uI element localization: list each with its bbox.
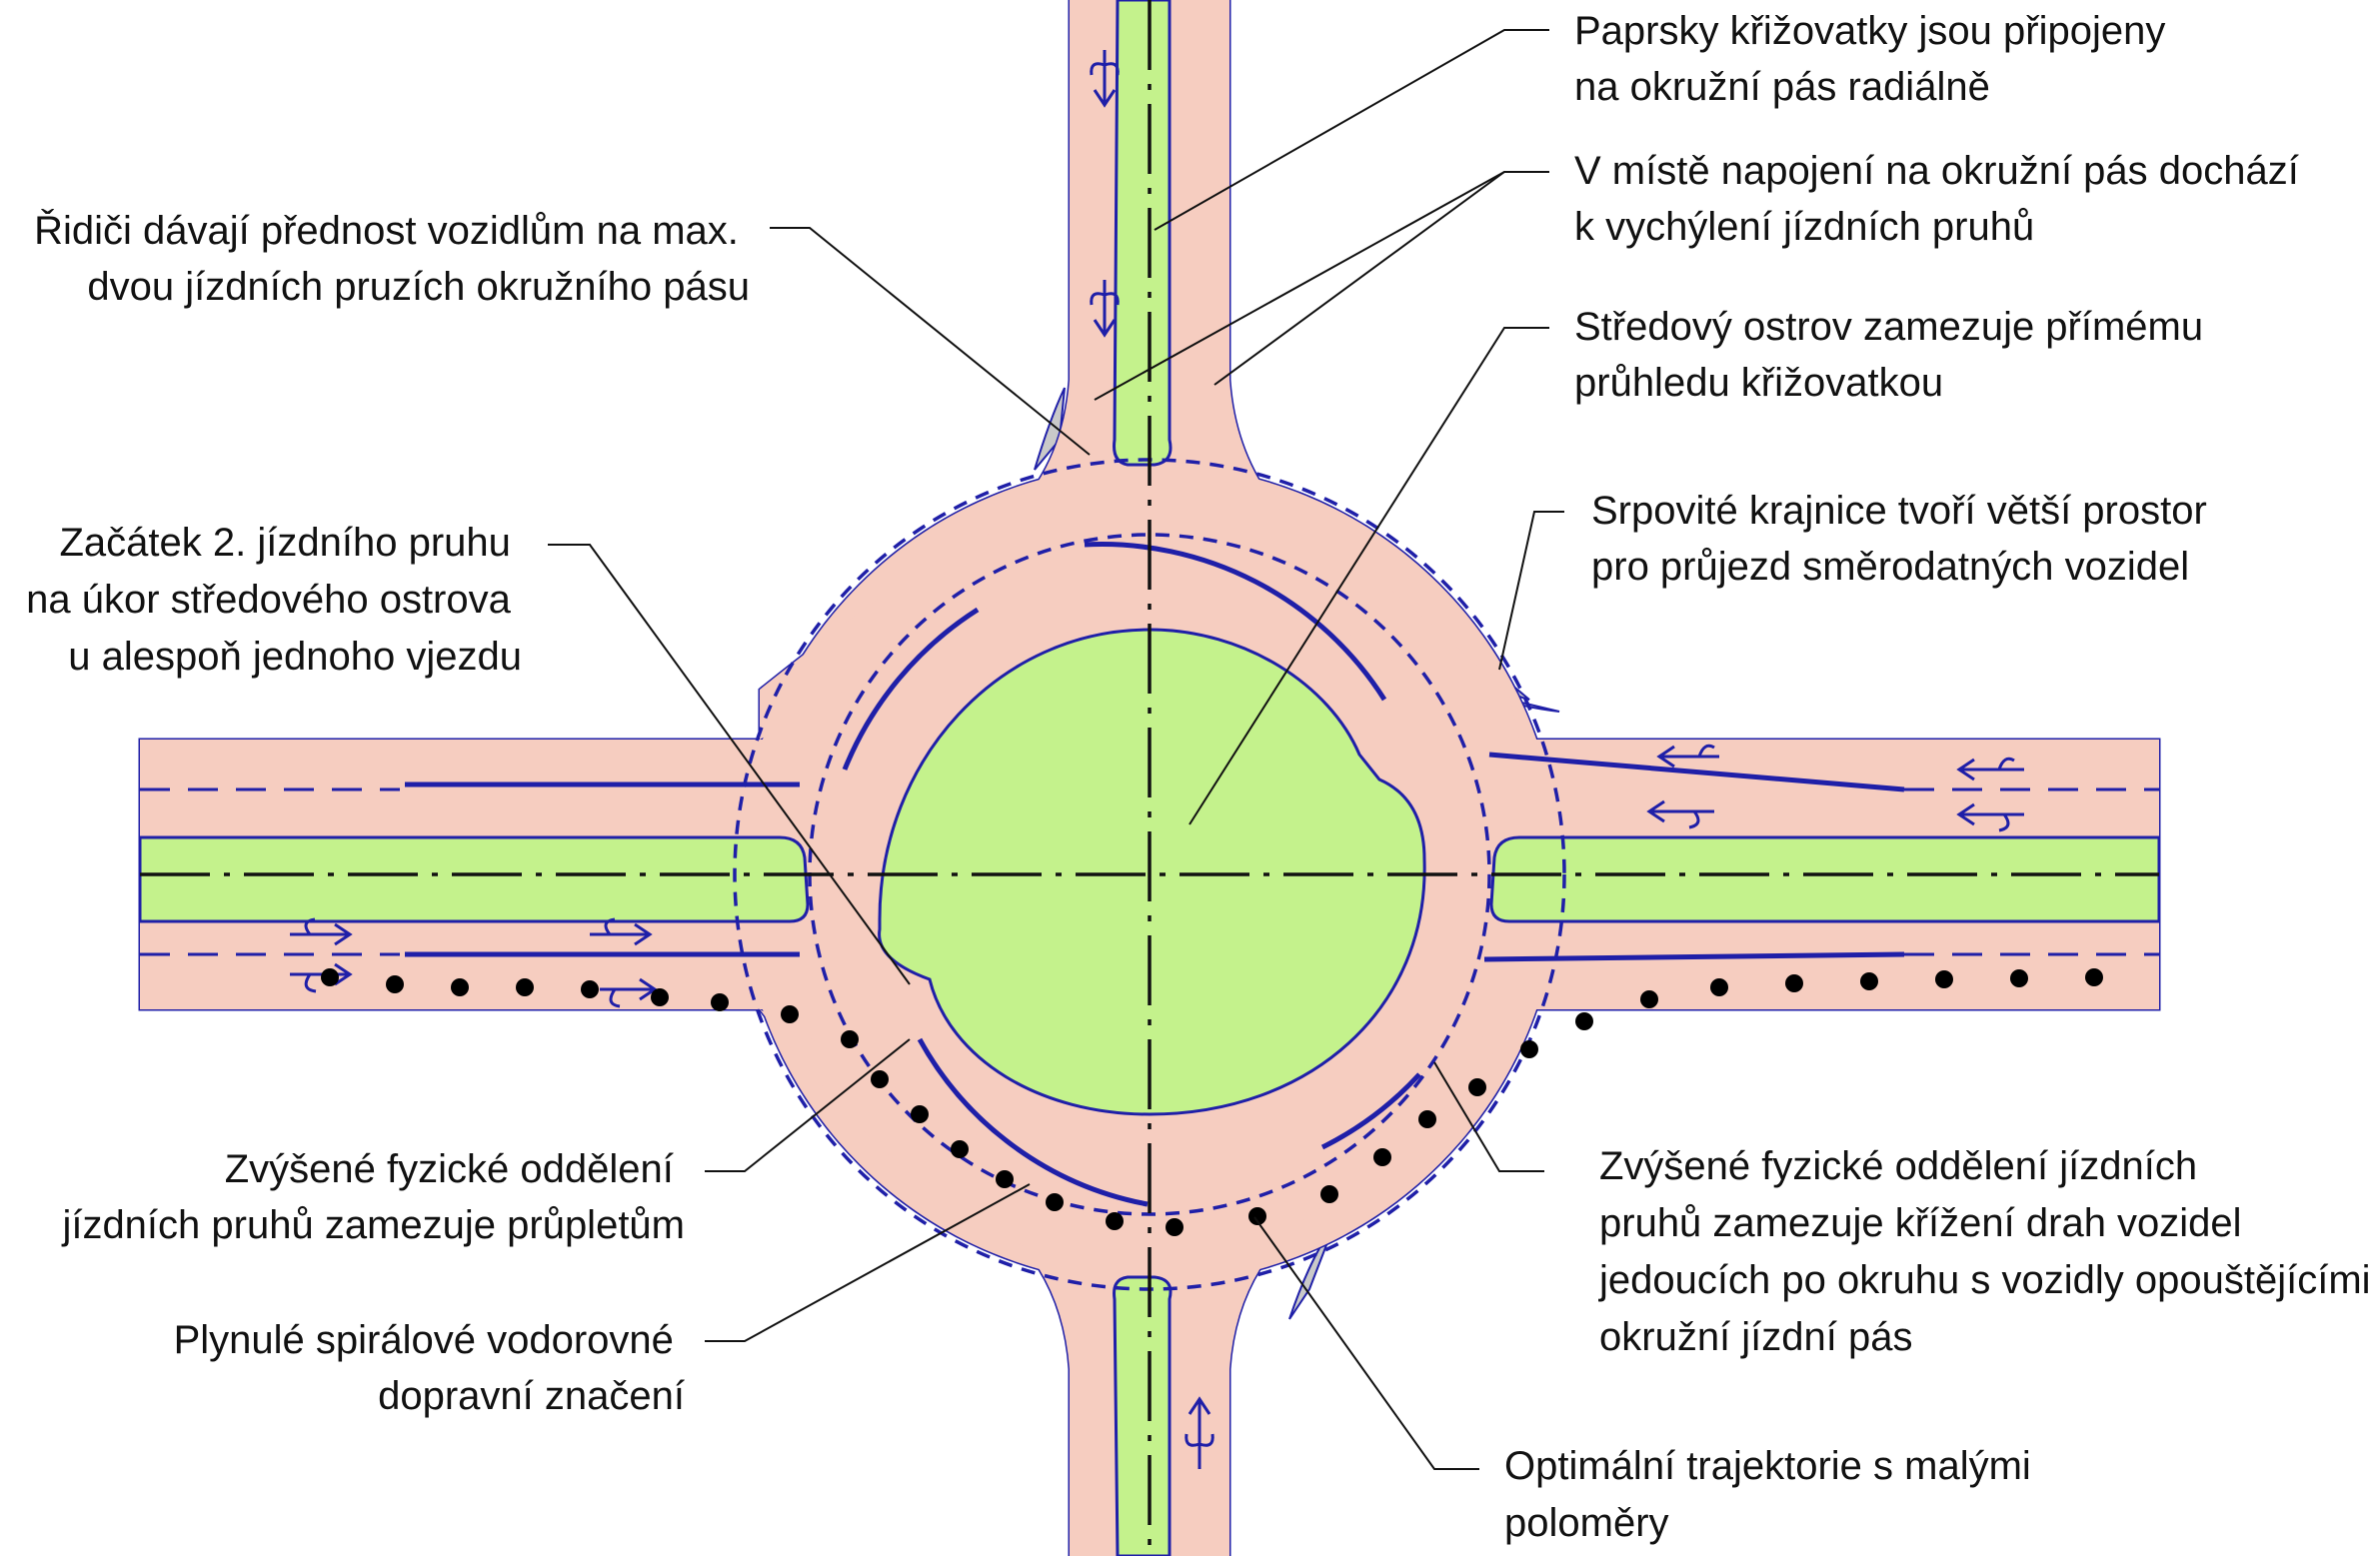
trajectory-dot xyxy=(841,1030,859,1048)
splitter-island-east xyxy=(1489,835,2161,923)
trajectory-dot xyxy=(2085,968,2103,986)
direction-arrows xyxy=(290,50,2024,1469)
trajectory-dot xyxy=(1468,1078,1486,1096)
trajectory-dot xyxy=(581,980,599,998)
arrow-icon xyxy=(1956,802,2024,832)
annotation-second-lane-start: Začátek 2. jízdního pruhu na úkor středo… xyxy=(26,521,522,679)
annotation-crescent-shoulders: Srpovité krajnice tvoří větší prostor pr… xyxy=(1591,489,2218,589)
arrow-icon xyxy=(1090,280,1120,338)
leader-lines xyxy=(548,29,1564,1470)
trajectory-dot xyxy=(386,975,404,993)
annotations: Paprsky křižovatky jsou připojeny na okr… xyxy=(26,9,2380,1545)
central-island xyxy=(878,628,1426,1116)
annotation-raised-separation-weaving: Zvýšené fyzické oddělení jízdních pruhů … xyxy=(61,1147,685,1247)
optimal-trajectory-dots xyxy=(321,968,2103,1236)
annotation-raised-separation-crossing: Zvýšené fyzické oddělení jízdních pruhů … xyxy=(1598,1144,2380,1359)
trajectory-dot xyxy=(1935,970,1953,988)
trajectory-dot xyxy=(781,1005,799,1023)
annotation-central-island: Středový ostrov zamezuje přímému průhled… xyxy=(1574,305,2214,405)
arrow-icon xyxy=(1656,744,1719,769)
annotation-radial-arms: Paprsky křižovatky jsou připojeny na okr… xyxy=(1574,9,2176,109)
annotation-spiral-marking: Plynulé spirálové vodorovné dopravní zna… xyxy=(174,1318,685,1418)
trajectory-dot xyxy=(951,1140,969,1158)
islands xyxy=(138,0,2161,1556)
trajectory-dot xyxy=(1320,1185,1338,1203)
arrow-icon xyxy=(290,962,353,993)
trajectory-dot xyxy=(1166,1218,1184,1236)
trajectory-dot xyxy=(1785,974,1803,992)
annotation-lane-deflection: V místě napojení na okružní pás dochází … xyxy=(1574,149,2310,249)
annotation-optimal-trajectory: Optimální trajektorie s malými poloměry xyxy=(1504,1444,2042,1545)
trajectory-dot xyxy=(1106,1212,1124,1230)
trajectory-dot xyxy=(1860,972,1878,990)
arrow-icon xyxy=(1090,50,1120,108)
trajectory-dot xyxy=(516,978,534,996)
trajectory-dot xyxy=(1248,1207,1266,1225)
centre-axes xyxy=(140,0,2159,1556)
trajectory-dot xyxy=(321,968,339,986)
trajectory-dot xyxy=(1046,1193,1064,1211)
arrow-icon xyxy=(600,977,658,1008)
arrow-icon xyxy=(1956,757,2024,781)
trajectory-dot xyxy=(1710,978,1728,996)
trajectory-dot xyxy=(711,993,729,1011)
arrow-icon xyxy=(1646,799,1714,829)
trajectory-dot xyxy=(911,1105,929,1123)
arrow-icon xyxy=(1185,1396,1214,1469)
trajectory-dot xyxy=(1373,1148,1391,1166)
lane-dash-lines xyxy=(140,787,2159,956)
trajectory-dot xyxy=(1640,990,1658,1008)
arrow-icon xyxy=(590,917,653,946)
splitter-island-north xyxy=(1113,0,1173,467)
trajectory-dot xyxy=(996,1170,1014,1188)
annotation-yield-two-lanes: Řidiči dávají přednost vozidlům na max. … xyxy=(34,208,750,309)
splitter-island-west xyxy=(138,835,810,923)
trajectory-dot xyxy=(2010,969,2028,987)
trajectory-dot xyxy=(1575,1012,1593,1030)
trajectory-dot xyxy=(871,1070,889,1088)
trajectory-dot xyxy=(1520,1040,1538,1058)
splitter-island-south xyxy=(1113,1275,1173,1556)
trajectory-dot xyxy=(1418,1110,1436,1128)
trajectory-dot xyxy=(451,978,469,996)
arrow-icon xyxy=(290,917,353,946)
trajectory-dot xyxy=(651,988,669,1006)
